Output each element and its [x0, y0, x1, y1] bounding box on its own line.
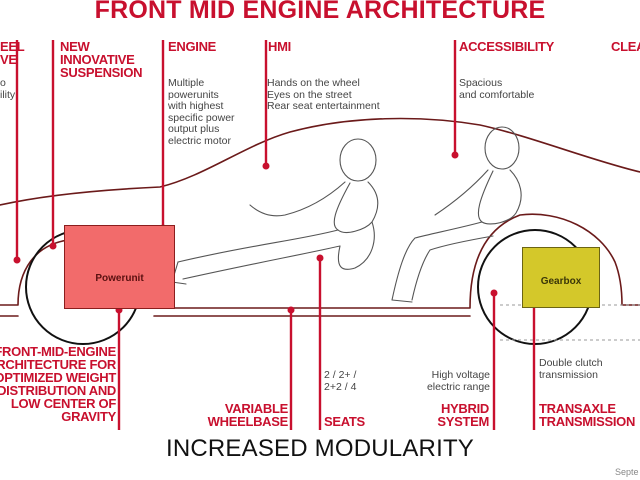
hybrid-desc: High voltage electric range — [426, 369, 490, 393]
footer-date: Septe — [615, 467, 639, 477]
hybrid-header: HYBRID SYSTEM — [437, 401, 489, 429]
subtitle: INCREASED MODULARITY — [165, 435, 475, 462]
hmi-header: HMI — [268, 39, 291, 54]
page-title: FRONT MID ENGINE ARCHITECTURE — [94, 0, 546, 24]
leader-lines — [15, 40, 536, 430]
accessibility-header: ACCESSIBILITY — [459, 39, 555, 54]
seats-desc: 2 / 2+ / 2+2 / 4 — [324, 369, 357, 393]
suspension-header: NEW INNOVATIVE SUSPENSION — [60, 39, 143, 80]
transaxle-header: TRANSAXLE TRANSMISSION — [539, 401, 636, 429]
wheel-desc: o ility — [0, 77, 16, 101]
passenger-figure — [391, 126, 522, 303]
seats-header: SEATS — [324, 414, 365, 429]
front-mid-engine-header: FRONT-MID-ENGINE ARCHITECTURE FOR OPTIMI… — [0, 344, 116, 424]
gearbox-label: Gearbox — [540, 276, 582, 287]
driver-figure — [171, 138, 379, 285]
hmi-desc: Hands on the wheel Eyes on the street Re… — [267, 77, 380, 112]
clearance-header: CLEA — [611, 39, 640, 54]
wheel-header: EEL VE — [0, 39, 25, 67]
accessibility-desc: Spacious and comfortable — [459, 77, 535, 101]
powerunit-block: Powerunit — [64, 225, 175, 309]
engine-header: ENGINE — [168, 39, 217, 54]
wheelbase-header: VARIABLE WHEELBASE — [207, 401, 289, 429]
engine-desc: Multiple powerunits with highest specifi… — [168, 77, 235, 147]
powerunit-label: Powerunit — [95, 273, 144, 284]
transaxle-desc: Double clutch transmission — [539, 357, 603, 381]
gearbox-block: Gearbox — [522, 247, 600, 308]
